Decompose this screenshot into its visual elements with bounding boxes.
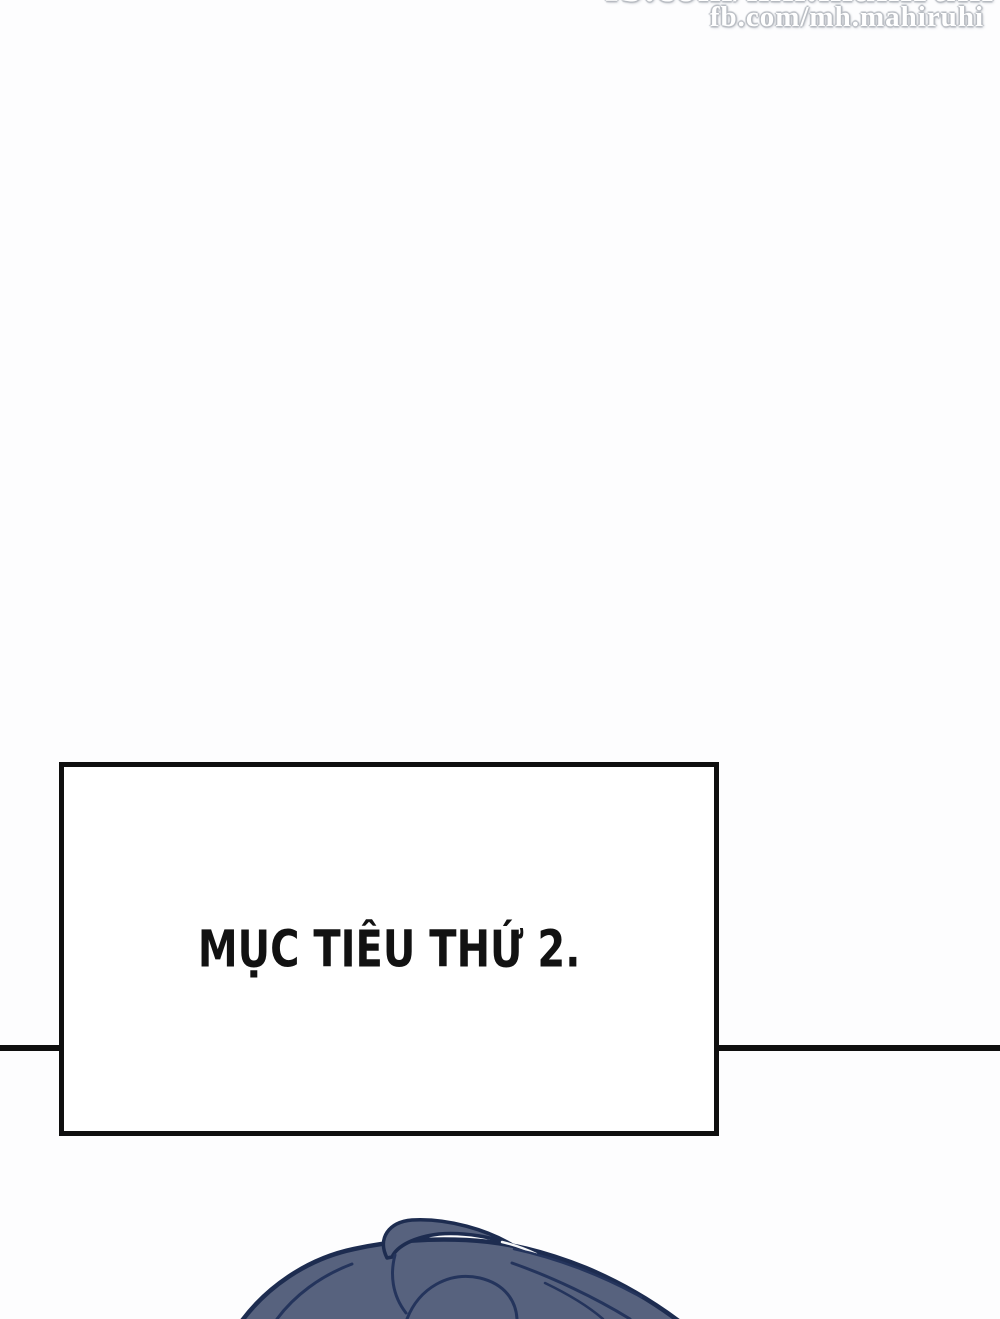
narration-box: MỤC TIÊU THỨ 2. [59,762,719,1136]
watermark-facebook-url: fb.com/mh.mahiruhi [709,1,984,33]
hair-gap-highlight [500,1240,538,1256]
hair-strand-right-1 [510,1261,632,1319]
hair-dome [240,1237,680,1319]
hair-strand-top-edge [512,1247,643,1299]
panel-divider-line-right [712,1045,1000,1051]
panel-divider-line-left [0,1045,63,1051]
hair-strand-parting [391,1253,408,1315]
hair-strand-right-2 [543,1281,605,1319]
hair-strand-left [275,1262,354,1319]
watermark-top-clipped: fb.com/mh.mahiruhi [605,0,994,12]
hair-strand-arc [405,1275,519,1319]
narration-text: MỤC TIÊU THỨ 2. [197,919,581,979]
hair-ahoge [381,1218,516,1260]
